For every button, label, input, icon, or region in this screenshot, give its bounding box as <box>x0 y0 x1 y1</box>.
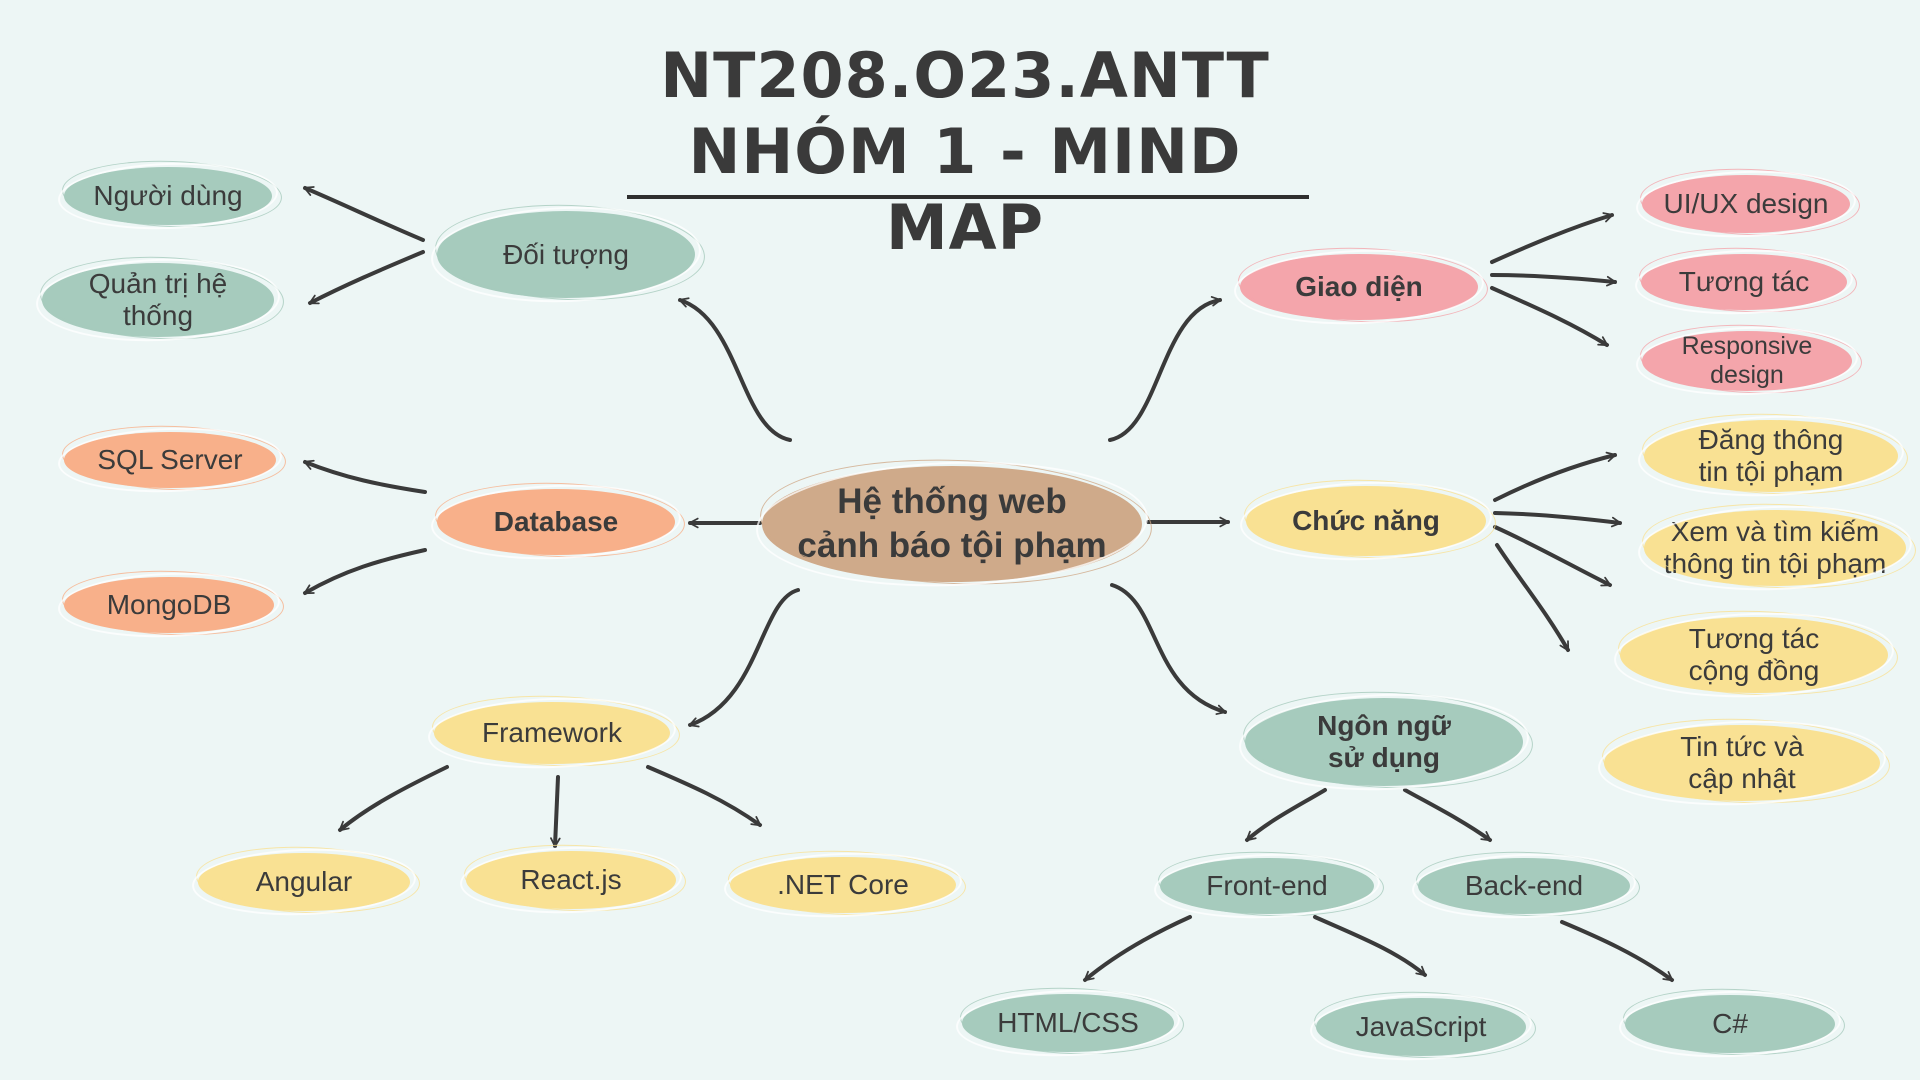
arrow-framework-to-react <box>550 775 561 848</box>
arrow-chuc-nang-to-xem-tim-kiem <box>1493 511 1622 528</box>
branch-ngon-ngu-su-dung: Ngôn ngữ sử dụng <box>1245 698 1523 786</box>
arrow-front-end-to-html <box>1083 915 1192 982</box>
arrow-framework-to-net <box>646 765 762 827</box>
arrow-center-to-doi-tuong <box>678 297 792 442</box>
branch-chuc-nang: Chức năng <box>1246 486 1486 556</box>
center-node: Hệ thống web cảnh báo tội phạm <box>762 466 1142 582</box>
leaf-net-core: .NET Core <box>730 857 956 913</box>
leaf-html-css: HTML/CSS <box>962 994 1174 1052</box>
arrow-chuc-nang-to-dang-thong-tin <box>1493 451 1617 502</box>
branch-database: Database <box>437 489 675 555</box>
arrow-doi-tuong-to-quan-tri <box>308 250 425 305</box>
title-line-2: NHÓM 1 - MIND MAP <box>688 115 1242 264</box>
arrow-giao-dien-to-tuong-tac <box>1490 273 1617 287</box>
leaf-angular: Angular <box>198 853 410 911</box>
branch-doi-tuong: Đối tượng <box>437 211 695 298</box>
leaf-csharp: C# <box>1625 995 1835 1053</box>
arrow-doi-tuong-to-nguoi-dung <box>303 186 425 242</box>
arrow-ngon-ngu-to-front-end <box>1245 788 1327 842</box>
page-title: NT208.O23.ANTT NHÓM 1 - MIND MAP <box>610 38 1320 266</box>
arrow-database-to-sql <box>303 459 427 494</box>
leaf-tuong-tac-cong-dong: Tương tác cộng đồng <box>1620 617 1888 693</box>
leaf-mongodb: MongoDB <box>64 577 274 633</box>
arrow-giao-dien-to-uiux <box>1490 212 1614 264</box>
title-underline <box>627 195 1309 199</box>
leaf-dang-thong-tin-toi-pham: Đăng thông tin tội phạm <box>1644 420 1898 492</box>
branch-framework: Framework <box>434 702 670 764</box>
leaf-react-js: React.js <box>466 851 676 909</box>
arrow-center-to-framework <box>688 588 800 728</box>
arrow-chuc-nang-to-tuong-tac-cong-dong <box>1493 525 1612 587</box>
arrow-ngon-ngu-to-back-end <box>1403 788 1492 842</box>
arrow-center-to-giao-dien <box>1108 296 1222 442</box>
node-back-end: Back-end <box>1418 858 1630 914</box>
arrow-chuc-nang-to-tin-tuc <box>1495 543 1570 652</box>
leaf-tuong-tac: Tương tác <box>1641 254 1847 310</box>
leaf-tin-tuc-cap-nhat: Tin tức và cập nhật <box>1604 725 1880 801</box>
leaf-javascript: JavaScript <box>1316 998 1526 1056</box>
branch-giao-dien: Giao diện <box>1240 254 1478 320</box>
title-line-1: NT208.O23.ANTT <box>660 39 1270 112</box>
arrow-center-to-ngon-ngu <box>1110 583 1227 715</box>
leaf-responsive-design: Responsive design <box>1642 331 1852 391</box>
arrow-giao-dien-to-responsive <box>1490 286 1609 347</box>
leaf-quan-tri-he-thong: Quản trị hệ thống <box>42 263 274 337</box>
arrow-framework-to-angular <box>338 765 449 832</box>
leaf-sql-server: SQL Server <box>64 432 276 488</box>
arrow-database-to-mongodb <box>303 548 427 595</box>
leaf-ui-ux-design: UI/UX design <box>1642 175 1850 233</box>
arrow-back-end-to-csharp <box>1560 920 1674 982</box>
leaf-xem-tim-kiem: Xem và tìm kiếm thông tin tội phạm <box>1644 510 1906 586</box>
leaf-nguoi-dung: Người dùng <box>64 167 272 225</box>
arrow-front-end-to-javascript <box>1313 915 1427 977</box>
node-front-end: Front-end <box>1160 858 1374 914</box>
